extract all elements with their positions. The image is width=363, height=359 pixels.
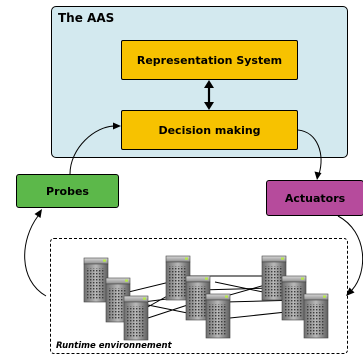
server-icon	[83, 257, 109, 303]
probes-label: Probes	[46, 184, 89, 198]
arrow-decision-to-actuators	[297, 129, 322, 180]
server-icon	[303, 293, 329, 339]
server-icons	[83, 255, 329, 341]
arrow-actuators-to-runtime	[337, 215, 363, 296]
aas-title: The AAS	[58, 11, 115, 25]
server-icon	[123, 295, 149, 341]
representation-system-block: Representation System	[121, 40, 298, 80]
decision-making-label: Decision making	[158, 123, 261, 137]
runtime-environment-box	[50, 238, 348, 354]
arrow-runtime-to-probes	[24, 209, 47, 297]
arrow-probes-to-decision	[69, 122, 121, 175]
decision-making-block: Decision making	[121, 110, 298, 150]
representation-system-label: Representation System	[136, 53, 283, 67]
server-icon	[205, 293, 231, 339]
server-icon	[281, 275, 307, 321]
actuators-block: Actuators	[266, 180, 363, 216]
probes-block: Probes	[16, 174, 119, 208]
double-arrow	[204, 80, 214, 110]
actuators-label: Actuators	[284, 191, 346, 205]
runtime-environment-label: Runtime environnement	[56, 341, 172, 351]
